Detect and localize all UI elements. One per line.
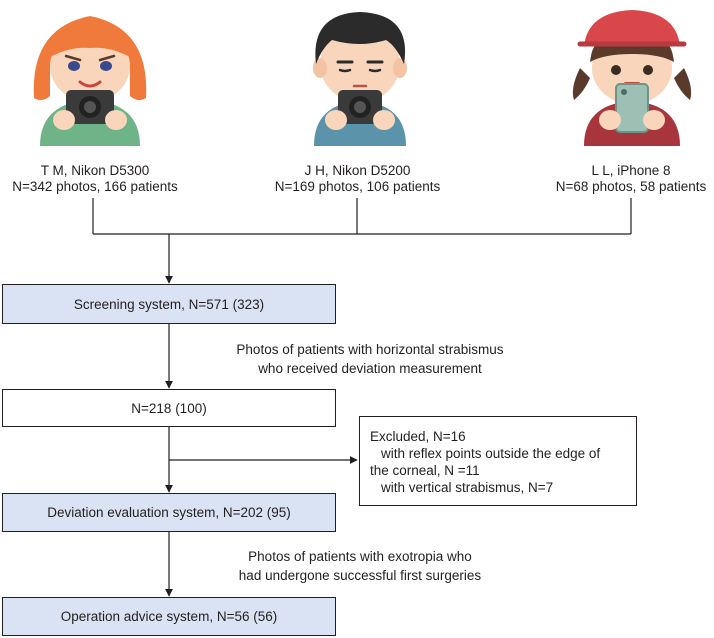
photographer-stats: N=169 photos, 106 patients xyxy=(274,179,441,194)
photographer-woman-camera-icon xyxy=(33,16,147,146)
excluded-reason: the corneal, N =11 xyxy=(370,463,480,478)
photographer-label-3: L L, iPhone 8 N=68 photos, 58 patients xyxy=(545,163,714,195)
intermediate-count-box: N=218 (100) xyxy=(2,389,336,427)
note-line: had undergone successful first surgeries xyxy=(238,568,482,583)
excluded-title: Excluded, N=16 xyxy=(370,429,466,444)
note-line: who received deviation measurement xyxy=(258,361,482,376)
box-label: Screening system, N=571 (323) xyxy=(73,296,265,312)
deviation-evaluation-box: Deviation evaluation system, N=202 (95) xyxy=(2,493,336,532)
box-label: Deviation evaluation system, N=202 (95) xyxy=(47,505,291,520)
photographer-name: J H, Nikon D5200 xyxy=(304,163,411,178)
excluded-box: Excluded, N=16 with reflex points outsid… xyxy=(359,416,637,506)
box-label: N=218 (100) xyxy=(131,400,207,416)
photographer-stats: N=68 photos, 58 patients xyxy=(555,179,707,194)
photographer-man-camera-icon xyxy=(313,12,407,146)
photographer-girl-phone-icon xyxy=(572,10,692,146)
note-line: Photos of patients with horizontal strab… xyxy=(236,342,504,357)
screening-system-box: Screening system, N=571 (323) xyxy=(2,284,336,324)
photographer-label-1: T M, Nikon D5300 N=342 photos, 166 patie… xyxy=(5,163,185,195)
photographer-stats: N=342 photos, 166 patients xyxy=(12,179,178,194)
photographer-label-2: J H, Nikon D5200 N=169 photos, 106 patie… xyxy=(265,163,450,195)
excluded-reason: with reflex points outside the edge of xyxy=(381,446,601,461)
photographer-name: T M, Nikon D5300 xyxy=(40,163,150,178)
filter-note-exotropia: Photos of patients with exotropia who ha… xyxy=(195,547,525,585)
box-label: Operation advice system, N=56 (56) xyxy=(60,609,278,624)
filter-note-horizontal-strabismus: Photos of patients with horizontal strab… xyxy=(200,340,540,378)
excluded-reason: with vertical strabismus, N=7 xyxy=(381,480,554,495)
operation-advice-box: Operation advice system, N=56 (56) xyxy=(2,597,336,636)
photographer-name: L L, iPhone 8 xyxy=(591,163,671,178)
note-line: Photos of patients with exotropia who xyxy=(248,549,472,564)
